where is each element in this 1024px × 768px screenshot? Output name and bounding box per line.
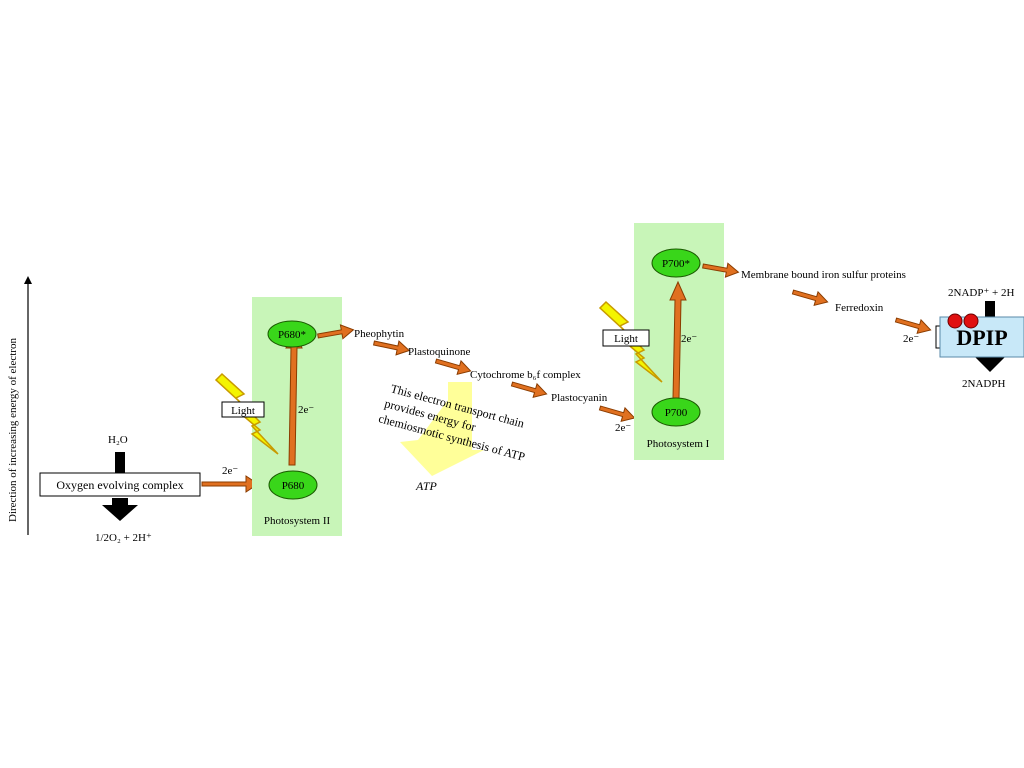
photosystem-2-label: Photosystem II — [264, 515, 331, 527]
dpip-label: DPIP — [956, 325, 1007, 350]
electron-label-plastocyanin: 2e⁻ — [615, 422, 631, 434]
dpip-red-dot-1 — [947, 313, 963, 329]
p700-excited-label: P700* — [662, 258, 690, 270]
nadph-output-arrow — [975, 357, 1005, 372]
nadp-input-arrow — [985, 301, 995, 321]
p700-node — [651, 397, 701, 427]
p680-label: P680 — [282, 480, 305, 492]
electron-label-ps2: 2e⁻ — [298, 404, 314, 416]
water-products-label: 1/2O₂ + 2H⁺ — [95, 532, 152, 544]
oec-to-p680-arrow — [201, 475, 259, 493]
oxygen-evolving-complex-label: Oxygen evolving complex — [56, 478, 183, 492]
oxygen-evolving-complex-box — [39, 472, 201, 497]
electron-label-oec: 2e⁻ — [222, 465, 238, 477]
cytochrome-label: Cytochrome b₆f complex — [470, 369, 581, 381]
photosystem-1-label: Photosystem I — [647, 438, 710, 450]
p680-excited-node — [267, 320, 317, 348]
electron-label-ps1: 2e⁻ — [681, 333, 697, 345]
pheophytin-label: Pheophytin — [354, 328, 405, 340]
energy-axis-label: Direction of increasing energy of electr… — [7, 338, 19, 522]
p700-excitation-arrow — [669, 280, 687, 399]
iron-sulfur-to-ferredoxin-arrow — [790, 284, 831, 310]
light-label-ps2: Light — [231, 405, 255, 417]
oxygen-output-arrow — [102, 498, 138, 521]
iron-sulfur-label: Membrane bound iron sulfur proteins — [741, 269, 906, 281]
p700-excited-node — [651, 248, 701, 278]
light-label-ps1: Light — [614, 333, 638, 345]
light-label-box-ps1 — [602, 329, 650, 347]
atp-synthesis-arrow — [400, 382, 484, 476]
water-input-arrow — [115, 452, 125, 474]
p680-node — [268, 470, 318, 500]
electron-label-ferredoxin: 2e⁻ — [903, 333, 919, 345]
p680-excited-label: P680* — [278, 329, 306, 341]
p700-label: P700 — [665, 407, 688, 419]
water-label: H₂O — [108, 434, 128, 446]
light-label-box-ps2 — [221, 401, 265, 418]
plastocyanin-label: Plastocyanin — [551, 392, 608, 404]
nadp-input-label: 2NADP⁺ + 2H — [948, 287, 1014, 299]
ferredoxin-label: Ferredoxin — [835, 302, 884, 314]
plastoquinone-label: Plastoquinone — [408, 346, 470, 358]
nadph-label: 2NADPH — [962, 378, 1005, 390]
atp-label: ATP — [415, 479, 438, 493]
dpip-red-dot-2 — [963, 313, 979, 329]
energy-axis-arrowhead — [24, 276, 32, 284]
